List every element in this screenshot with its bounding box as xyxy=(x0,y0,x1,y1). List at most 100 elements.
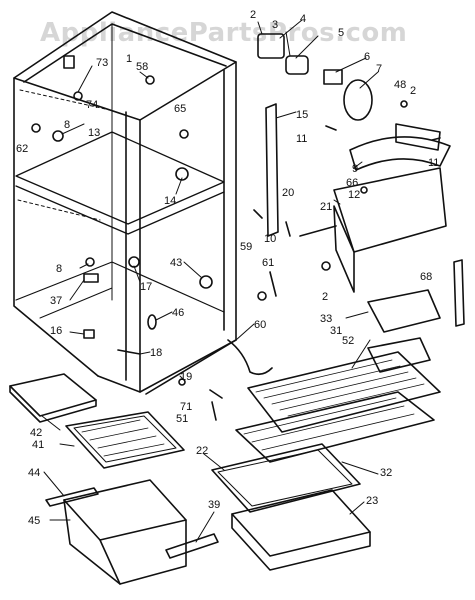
part-68-rail xyxy=(453,259,465,327)
callout-46: 46 xyxy=(172,307,184,319)
callout-31: 31 xyxy=(330,325,342,337)
callout-2c: 2 xyxy=(322,291,328,303)
part-45-bin xyxy=(63,499,187,585)
callout-45: 45 xyxy=(28,515,40,527)
callout-8a: 8 xyxy=(64,119,70,131)
part-31-tray xyxy=(367,289,441,333)
part-18 xyxy=(117,349,141,355)
part-2b xyxy=(400,100,408,108)
part-66 xyxy=(360,186,368,194)
part-7-fan-blade xyxy=(343,79,373,121)
callout-66: 66 xyxy=(346,177,358,189)
part-14 xyxy=(175,167,189,181)
part-58 xyxy=(145,75,155,85)
part-19 xyxy=(178,378,186,386)
leader-lines xyxy=(41,19,379,543)
callout-42: 42 xyxy=(30,427,42,439)
callout-15: 15 xyxy=(296,109,308,121)
callout-16: 16 xyxy=(50,325,62,337)
part-52-shelf-top xyxy=(247,351,441,433)
part-44-rail xyxy=(45,487,99,507)
part-16 xyxy=(83,329,95,339)
part-1 xyxy=(63,55,75,69)
callout-13: 13 xyxy=(88,127,100,139)
part-3-gasket xyxy=(285,55,309,75)
part-21-panel-side xyxy=(333,205,355,293)
callout-61: 61 xyxy=(262,257,274,269)
part-6-motor xyxy=(323,69,343,85)
part-62 xyxy=(31,123,41,133)
part-65 xyxy=(179,129,189,139)
part-12-panel xyxy=(333,167,447,253)
part-4-housing xyxy=(257,33,285,59)
part-13 xyxy=(52,130,64,142)
callout-32: 32 xyxy=(380,467,392,479)
callout-8b: 8 xyxy=(56,263,62,275)
callout-52: 52 xyxy=(342,335,354,347)
callout-2b: 2 xyxy=(410,85,416,97)
part-23-crisper-cover xyxy=(231,489,371,557)
part-43 xyxy=(199,275,213,289)
callout-60: 60 xyxy=(254,319,266,331)
callout-62: 62 xyxy=(16,143,28,155)
cabinet-body xyxy=(13,11,237,395)
part-22-tray xyxy=(211,443,361,513)
callout-2a: 2 xyxy=(250,9,256,21)
callout-73: 73 xyxy=(96,57,108,69)
callout-65: 65 xyxy=(174,103,186,115)
callout-44: 44 xyxy=(28,467,40,479)
callouts: 2 4 5 3 1 73 58 6 7 48 2 74 65 15 8 13 6… xyxy=(16,9,439,527)
left-bins xyxy=(9,373,219,585)
part-51 xyxy=(211,401,217,421)
part-37 xyxy=(83,273,99,283)
callout-12: 12 xyxy=(348,189,360,201)
part-10 xyxy=(253,209,263,219)
callout-1: 1 xyxy=(126,53,132,65)
part-2c xyxy=(321,261,331,271)
callout-39: 39 xyxy=(208,499,220,511)
harness xyxy=(178,339,273,421)
callout-19: 19 xyxy=(180,371,192,383)
part-9-cover xyxy=(349,136,451,171)
callout-14: 14 xyxy=(164,195,176,207)
callout-21: 21 xyxy=(320,201,332,213)
part-61 xyxy=(269,271,277,297)
vertical-rails xyxy=(253,103,465,327)
callout-71: 71 xyxy=(180,401,192,413)
fan-and-controls xyxy=(257,33,451,293)
watermark: AppliancePartsPros.com xyxy=(40,18,408,48)
part-60-harness xyxy=(227,339,273,376)
callout-6: 6 xyxy=(364,51,370,63)
callout-59: 59 xyxy=(240,241,252,253)
part-46 xyxy=(147,314,157,330)
part-45-bin-top xyxy=(63,479,187,541)
callout-18: 18 xyxy=(150,347,162,359)
callout-3: 3 xyxy=(272,19,278,31)
part-48 xyxy=(395,123,441,151)
callout-68: 68 xyxy=(420,271,432,283)
part-11b xyxy=(431,137,441,141)
callout-58: 58 xyxy=(136,61,148,73)
callout-5: 5 xyxy=(338,27,344,39)
right-shelves xyxy=(211,289,441,571)
callout-11b: 11 xyxy=(428,157,439,169)
callout-7: 7 xyxy=(376,63,382,75)
part-20 xyxy=(285,221,291,237)
part-21-bracket xyxy=(299,225,337,237)
callout-74: 74 xyxy=(86,99,98,111)
callout-51: 51 xyxy=(176,413,188,425)
part-32-shelf xyxy=(235,391,435,463)
callout-10: 10 xyxy=(264,233,276,245)
part-17 xyxy=(128,256,140,268)
callout-37: 37 xyxy=(50,295,62,307)
callout-43: 43 xyxy=(170,257,182,269)
callout-22: 22 xyxy=(196,445,208,457)
part-8b xyxy=(85,257,95,267)
callout-17: 17 xyxy=(140,281,152,293)
callout-41: 41 xyxy=(32,439,44,451)
callout-4: 4 xyxy=(300,13,306,25)
callout-20: 20 xyxy=(282,187,294,199)
part-71 xyxy=(209,389,223,399)
callout-11a: 11 xyxy=(296,133,307,145)
